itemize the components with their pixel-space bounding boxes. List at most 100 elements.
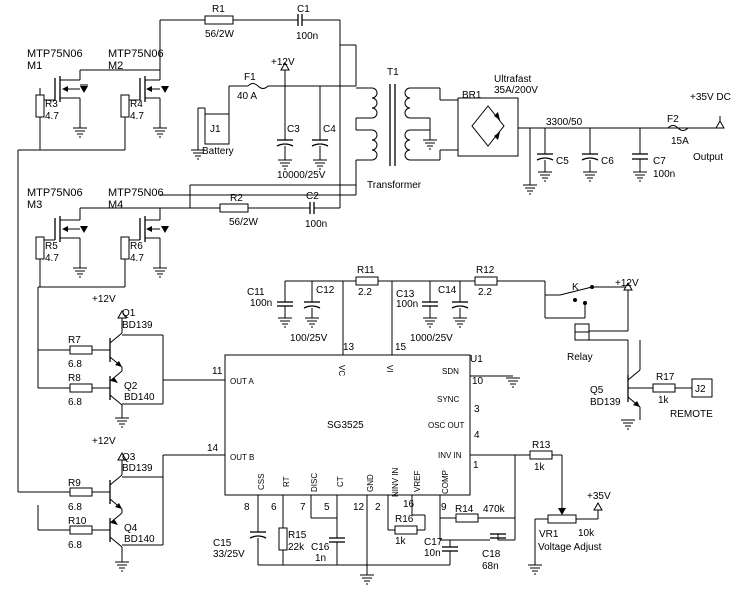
m1-part: MTP75N06	[27, 48, 83, 60]
m2-part: MTP75N06	[108, 48, 164, 60]
pin-2: 2	[375, 502, 381, 513]
plus12v-q1: +12V	[92, 294, 116, 305]
f2-name: F2	[667, 114, 679, 125]
q4-name: Q4	[124, 523, 138, 534]
voltage-adjust-label: Voltage Adjust	[538, 542, 602, 553]
pin-11: 11	[212, 366, 223, 377]
pin-ct-label: CT	[336, 476, 345, 487]
q2-name: Q2	[124, 381, 138, 392]
c13-c14-value: 1000/25V	[410, 333, 453, 344]
r12-value: 2.2	[478, 287, 492, 298]
r7-value: 6.8	[68, 359, 82, 370]
r6-name: R6	[130, 241, 143, 252]
snubber-r1-c1	[159, 14, 341, 208]
vr1-name: VR1	[539, 529, 559, 540]
cap-3300-label: 3300/50	[546, 117, 583, 128]
pin-css-label: CSS	[257, 474, 266, 490]
r12-name: R12	[476, 265, 495, 276]
c18-name: C18	[482, 549, 501, 560]
c16-value: 1n	[315, 553, 326, 564]
pin-oscout-label: OSC OUT	[428, 421, 465, 430]
pin-1: 1	[473, 460, 479, 471]
driver-q1-q2	[38, 318, 225, 418]
r9-value: 6.8	[68, 502, 82, 513]
pin-outa-label: OUT A	[230, 377, 255, 386]
j2-name: J2	[695, 384, 706, 395]
c11-c12-value: 100/25V	[290, 333, 328, 344]
q3-name: Q3	[122, 452, 136, 463]
resistor-r6	[120, 236, 130, 260]
timing-network	[249, 450, 599, 575]
r15-name: R15	[288, 530, 307, 541]
r2-name: R2	[230, 193, 243, 204]
mosfet-m2	[125, 70, 169, 128]
bridge-rectifier-br1	[439, 88, 700, 185]
c4-name: C4	[323, 124, 336, 135]
supply-filter	[277, 276, 545, 355]
r17-value: 1k	[658, 395, 670, 406]
q3-part: BD139	[122, 463, 153, 474]
r5-value: 4.7	[45, 253, 59, 264]
c11-value: 100n	[250, 298, 272, 309]
r14-value: 470k	[483, 504, 506, 515]
f1-name: F1	[244, 72, 256, 83]
q5-name: Q5	[590, 385, 604, 396]
ic-sg3525	[224, 354, 471, 496]
pin-vc-label: VC	[337, 365, 346, 376]
relay-label: Relay	[567, 352, 593, 363]
c12-name: C12	[316, 285, 335, 296]
battery-label: Battery	[202, 146, 234, 157]
r13-value: 1k	[534, 462, 546, 473]
resistor-r3	[35, 94, 45, 118]
c1-value: 100n	[296, 31, 318, 42]
c3-c4-value: 10000/25V	[277, 170, 326, 181]
pin-9: 9	[441, 502, 447, 513]
q4-part: BD140	[124, 534, 155, 545]
t1-name: T1	[387, 67, 399, 78]
r10-name: R10	[68, 516, 87, 527]
pin-5: 5	[324, 502, 330, 513]
r7-name: R7	[68, 335, 81, 346]
relay-k	[544, 281, 629, 375]
pin-rt-label: RT	[282, 476, 291, 487]
output-label: Output	[693, 152, 723, 163]
battery-input	[197, 70, 356, 160]
resistor-r5	[35, 236, 45, 260]
r3-name: R3	[45, 99, 58, 110]
pin-invin-label: INV IN	[438, 451, 462, 460]
r5-name: R5	[45, 241, 58, 252]
r14-name: R14	[455, 504, 474, 515]
u1-name: U1	[470, 354, 483, 365]
c11-name: C11	[247, 287, 265, 298]
remote-label: REMOTE	[670, 409, 713, 420]
pin-3: 3	[474, 404, 480, 415]
c2-value: 100n	[305, 219, 327, 230]
c6-name: C6	[601, 156, 614, 167]
plus12v-q3: +12V	[92, 436, 116, 447]
pin-disc-label: DISC	[310, 473, 319, 492]
fuse-f2	[667, 125, 689, 131]
mosfet-m1	[39, 70, 88, 128]
ic-name: SG3525	[327, 420, 364, 431]
r15-value: 22k	[288, 542, 305, 553]
pin-sync-label: SYNC	[437, 395, 459, 404]
driver-q3-q4	[18, 454, 225, 562]
m1-name: M1	[27, 60, 42, 72]
pin-7: 7	[300, 502, 306, 513]
m4-part: MTP75N06	[108, 187, 164, 199]
m3-name: M3	[27, 199, 42, 211]
relay-k-name: K	[572, 282, 579, 293]
r8-value: 6.8	[68, 397, 82, 408]
c17-name: C17	[424, 537, 443, 548]
j1-name: J1	[210, 124, 221, 135]
mosfet-m4	[125, 208, 169, 268]
pin-ninvin-label: NINV IN	[391, 467, 400, 497]
q1-name: Q1	[122, 308, 136, 319]
pin-comp-label: COMP	[441, 470, 450, 494]
r16-value: 1k	[395, 536, 407, 547]
c13-value: 100n	[396, 299, 418, 310]
ultrafast-label: Ultrafast	[494, 74, 531, 85]
plus12v-top: +12V	[271, 57, 295, 68]
pin-gnd-label: GND	[366, 474, 375, 492]
